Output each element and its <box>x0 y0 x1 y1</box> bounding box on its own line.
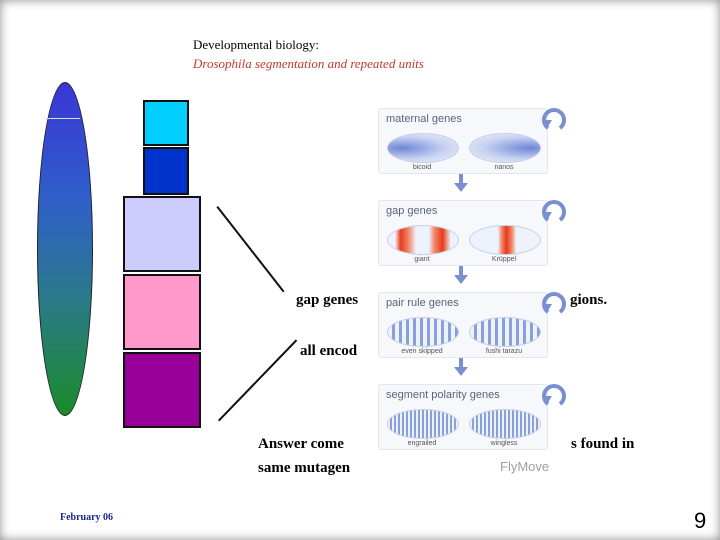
label-even-skipped: even skipped <box>401 348 443 355</box>
panel-title: segment polarity genes <box>386 389 500 401</box>
panel-title: gap genes <box>386 205 438 217</box>
slide-title: Developmental biology: Drosophila segmen… <box>193 35 424 73</box>
cycle-arrow-icon <box>542 384 566 406</box>
text-same-mutagen: same mutagen <box>258 460 351 476</box>
segmentation-cascade-figure: maternal genes bicoid nanos gap genes gi… <box>370 100 570 480</box>
panel-maternal-genes: maternal genes bicoid nanos <box>378 108 548 174</box>
label-giant: giant <box>414 256 430 263</box>
embryo-wingless <box>469 409 541 439</box>
embryo-gradient <box>37 82 93 416</box>
text-regions: gions. <box>570 292 608 308</box>
color-block-pink <box>123 274 201 350</box>
down-arrow-icon <box>454 358 468 376</box>
label-kruppel: Krüppel <box>491 256 517 263</box>
cycle-arrow-icon <box>542 200 566 222</box>
label-wingless: wingless <box>490 440 518 447</box>
embryo-even-skipped <box>387 317 459 347</box>
panel-title: maternal genes <box>386 113 462 125</box>
connector-line-top <box>216 206 285 293</box>
label-fushi-tarazu: fushi tarazu <box>485 348 523 355</box>
text-found-in: s found in <box>571 436 635 452</box>
panel-pair-rule-genes: pair rule genes even skipped fushi taraz… <box>378 292 548 358</box>
embryo-nanos <box>469 133 541 163</box>
down-arrow-icon <box>454 174 468 192</box>
color-block-purple <box>123 352 201 428</box>
embryo-giant <box>387 225 459 255</box>
flymove-logo: FlyMove <box>500 459 550 474</box>
embryo-mark <box>44 118 80 119</box>
embryo-fushi-tarazu <box>469 317 541 347</box>
color-block-blue <box>143 147 189 195</box>
label-engrailed: engrailed <box>407 440 437 447</box>
title-line: Developmental biology: <box>193 37 320 52</box>
color-block-cyan <box>143 100 189 146</box>
subtitle-line: Drosophila segmentation and repeated uni… <box>193 56 424 71</box>
embryo-engrailed <box>387 409 459 439</box>
panel-segment-polarity-genes: segment polarity genes engrailed wingles… <box>378 384 548 450</box>
connector-line-bottom <box>218 339 298 422</box>
color-block-lavender <box>123 196 201 272</box>
text-all-encod: all encod <box>300 343 358 359</box>
cycle-arrow-icon <box>542 292 566 314</box>
embryo-bicoid <box>387 133 459 163</box>
text-answer-come: Answer come <box>258 436 344 452</box>
down-arrow-icon <box>454 266 468 284</box>
cycle-arrow-icon <box>542 108 566 130</box>
panel-title: pair rule genes <box>386 297 459 309</box>
label-bicoid: bicoid <box>412 164 432 171</box>
label-nanos: nanos <box>494 164 514 171</box>
page-number: 9 <box>694 508 707 533</box>
footer-date: February 06 <box>60 512 114 523</box>
embryo-kruppel <box>469 225 541 255</box>
text-gap-genes: gap genes <box>296 292 359 308</box>
panel-gap-genes: gap genes giant Krüppel <box>378 200 548 266</box>
